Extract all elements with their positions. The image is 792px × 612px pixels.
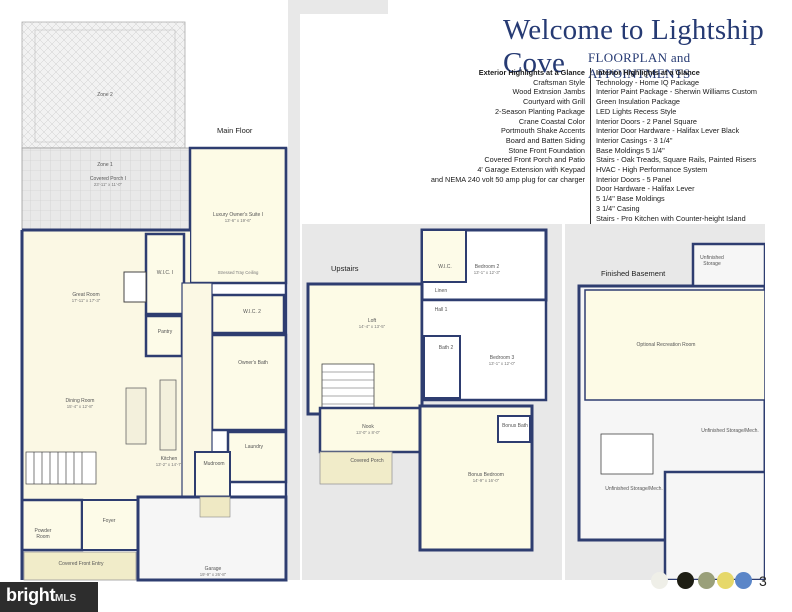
room-bath2: Bath 2 (438, 345, 454, 351)
exterior-heading: Exterior Highlights at a Glance (478, 68, 585, 77)
page-subtitle: FLOORPLAN and APPOINTMENTS (588, 50, 691, 81)
highlight-item: Interior Casings - 3 1/4" (596, 135, 673, 145)
highlight-item: 3 1/4" Casing (596, 203, 640, 213)
divider (590, 68, 591, 226)
room-owners-bath: Owner's Bath (238, 360, 268, 366)
exterior-highlights: Exterior Highlights at a Glance Craftsma… (405, 68, 585, 184)
highlight-item: Interior Door Hardware - Halifax Lever B… (596, 126, 740, 136)
highlight-item: Door Hardware - Halifax Lever (596, 184, 695, 194)
room-linen: Linen (434, 288, 448, 294)
room-covered-porch-up: Covered Porch (350, 458, 384, 464)
room-laundry: Laundry (244, 444, 264, 450)
room-wic-up: W.I.C. (438, 264, 452, 270)
highlight-item: Technology - Home IQ Package (596, 77, 700, 87)
highlight-item: Craftsman Style (533, 77, 585, 87)
logo-suffix: MLS (55, 593, 77, 604)
color-swatch-2 (677, 572, 694, 589)
color-swatch-3 (698, 572, 715, 589)
interior-heading: Interior Highlights at a Glance (596, 68, 700, 77)
room-mudroom: Mudroom (203, 461, 225, 467)
highlight-item: HVAC - High Performance System (596, 165, 708, 175)
highlight-item: Interior Doors - 2 Panel Square (596, 116, 697, 126)
room-covered-entry: Covered Front Entry (58, 561, 104, 567)
page-title: Welcome to Lightship Cove (503, 14, 765, 79)
room-tray-ceiling: Stressed Tray Ceiling (217, 270, 259, 275)
highlight-item: Interior Paint Package - Sherwin William… (596, 87, 757, 97)
plan-tile-spacer (288, 14, 300, 580)
room-wic1: W.I.C. I (156, 270, 174, 276)
room-unfinished-2: Unfinished Storage/Mech. (701, 428, 759, 434)
color-swatch-5 (735, 572, 752, 589)
highlight-item: LED Lights Recess Style (596, 106, 677, 116)
highlight-item: Stone Front Foundation (508, 145, 585, 155)
room-bonus-bath: Bonus Bath (502, 423, 528, 429)
room-recreation: Optional Recreation Room (636, 342, 696, 348)
highlight-item: Covered Front Porch and Patio (484, 155, 585, 165)
room-pantry: Pantry (157, 329, 173, 335)
highlight-item: Board and Batten Siding (505, 135, 585, 145)
main-floor-plan (20, 21, 288, 582)
room-unfinished-1: Unfinished Storage (700, 255, 724, 267)
highlight-item: 4' Garage Extension with Keypad (477, 165, 585, 175)
color-swatch-1 (651, 572, 668, 589)
highlight-item: Portmouth Shake Accents (501, 126, 585, 136)
upstairs-floor-plan (306, 228, 548, 552)
highlight-item: Base Moldings 5 1/4" (596, 145, 665, 155)
highlight-item: Wood Extnsion Jambs (512, 87, 585, 97)
color-swatch-4 (717, 572, 734, 589)
main-floor-label: Main Floor (217, 126, 253, 135)
highlight-item: Interior Doors - 5 Panel (596, 174, 672, 184)
room-powder: Powder Room (34, 528, 52, 540)
room-hall: Hall 1 (434, 307, 448, 313)
basement-label: Finished Basement (601, 269, 666, 278)
brightmls-logo: bright MLS (0, 582, 98, 612)
room-unfinished-3: Unfinished Storage/Mech. (605, 486, 663, 492)
highlight-item: Green Insulation Package (596, 97, 680, 107)
room-wic2: W.I.C. 2 (243, 309, 261, 315)
plan-tile-top (288, 0, 388, 14)
highlight-item: 2-Season Planting Package (494, 106, 585, 116)
highlight-item: Stairs - Oak Treads, Square Rails, Paint… (596, 155, 757, 165)
highlight-item: and NEMA 240 volt 50 amp plug for car ch… (430, 174, 585, 184)
upstairs-label: Upstairs (331, 264, 359, 273)
interior-highlights: Interior Highlights at a Glance Technolo… (596, 68, 786, 243)
room-foyer: Foyer (102, 518, 116, 524)
basement-floor-plan (577, 242, 765, 580)
highlight-item: Courtyard with Grill (522, 97, 585, 107)
logo-brand: bright (6, 585, 56, 605)
page-number: 3 (759, 573, 767, 589)
room-zone1: Zone 1 (97, 162, 113, 168)
highlight-item: Stairs - Pro Kitchen with Counter-height… (596, 213, 746, 223)
highlight-item: 5 1/4" Base Moldings (596, 194, 665, 204)
highlight-item: Crane Coastal Color (518, 116, 585, 126)
room-zone2: Zone 2 (97, 92, 113, 98)
